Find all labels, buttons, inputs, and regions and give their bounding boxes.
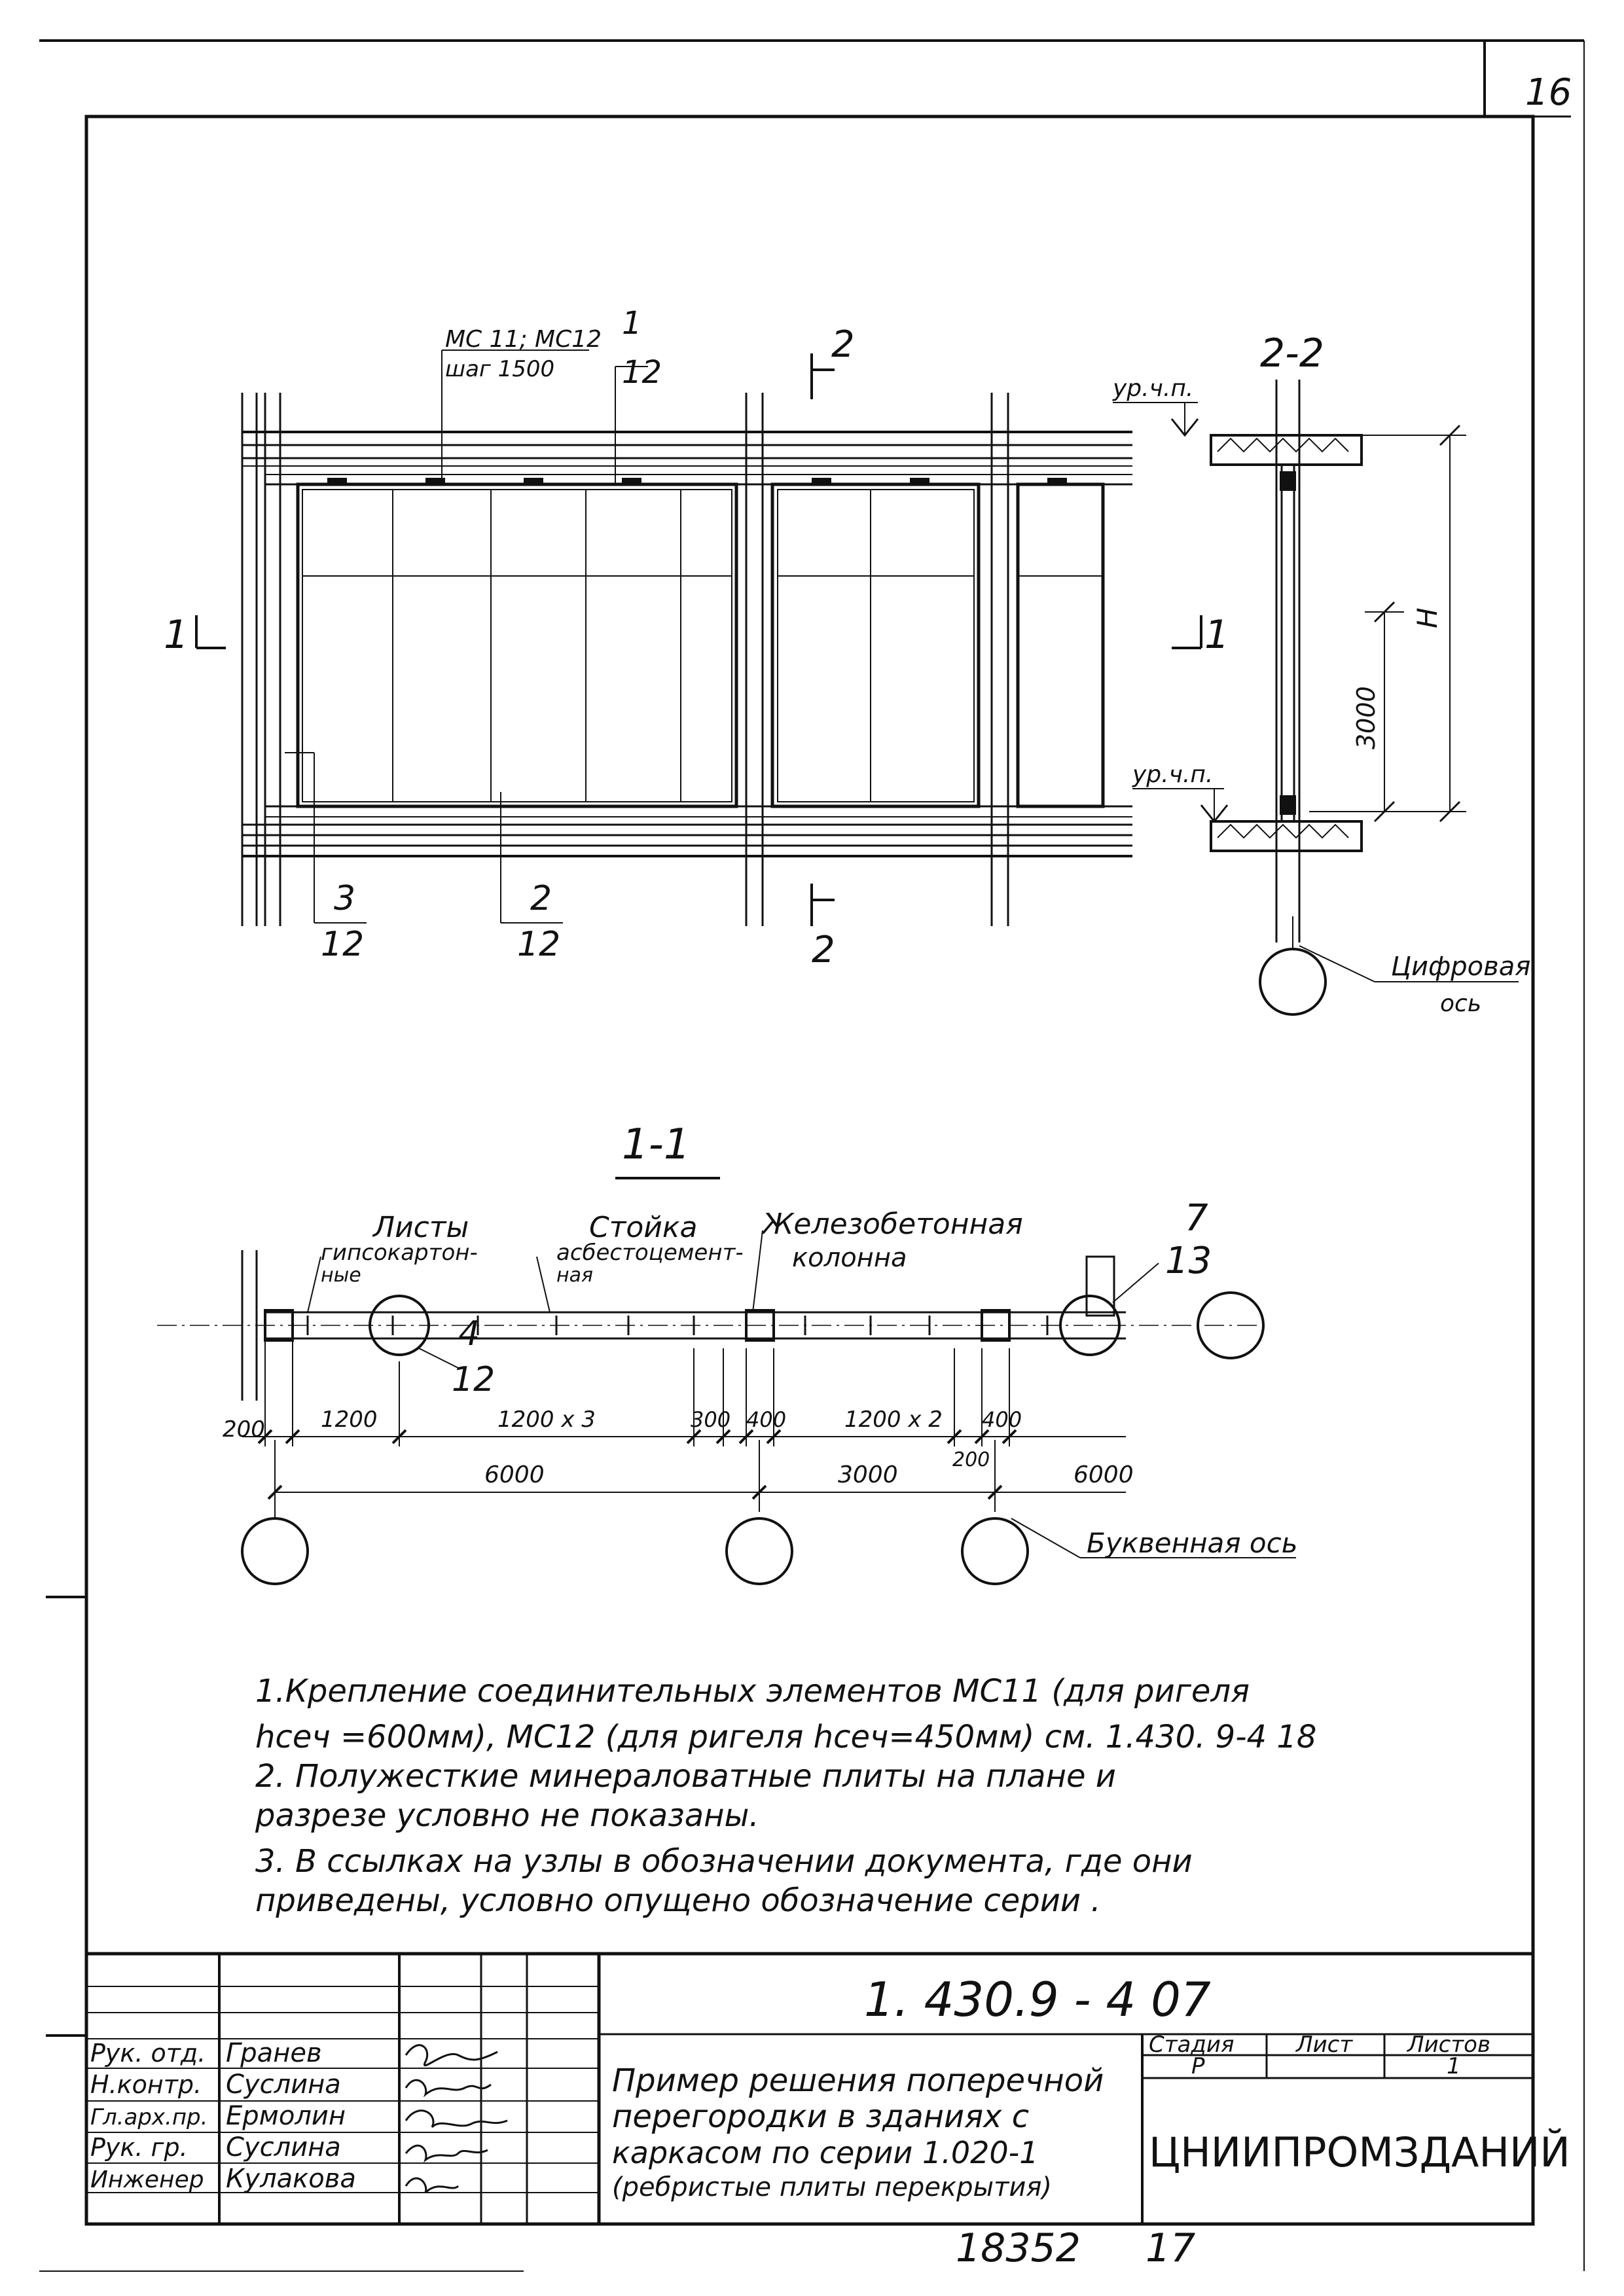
dim-200: 200	[952, 1448, 990, 1471]
sheets-header: Листов	[1406, 2032, 1490, 2058]
title-line-1: Пример решения поперечной	[612, 2062, 1104, 2099]
note-line-2: hсеч =600мм), МС12 (для ригеля hсеч=450м…	[255, 1719, 1316, 1755]
footer-number-1: 18352	[956, 2225, 1081, 2271]
name-2: Суслина	[226, 2070, 341, 2100]
signatures	[405, 2044, 508, 2194]
level-bottom-label: ур.ч.п.	[1132, 761, 1213, 788]
title-line-3: каркасом по серии 1.020-1	[612, 2135, 1039, 2170]
dim-3000: 3000	[838, 1462, 898, 1488]
callout-4-num: 4	[458, 1314, 480, 1354]
section-1-1-title: 1-1	[622, 1121, 691, 1169]
title-line-4: (ребристые плиты перекрытия)	[612, 2172, 1052, 2202]
section-1-1-drawing	[157, 1177, 1296, 1585]
callout-4-den: 12	[452, 1360, 495, 1399]
doc-code: 1. 430.9 - 4 07	[864, 1972, 1211, 2027]
label-column-1: Железобетонная	[761, 1208, 1023, 1241]
sheet-number: 16	[1525, 71, 1572, 114]
name-4: Суслина	[226, 2132, 341, 2162]
stage-header: Стадия	[1149, 2032, 1234, 2058]
label-post-1: Стойка	[589, 1211, 697, 1244]
organization-name: ЦНИИПРОМЗДАНИЙ	[1149, 2128, 1570, 2176]
note-line-1: 1.Крепление соединительных элементов МС1…	[255, 1673, 1250, 1710]
dim-h-label: Н	[1411, 607, 1443, 628]
name-5: Кулакова	[226, 2164, 356, 2194]
role-3: Гл.арх.пр.	[90, 2104, 208, 2130]
role-4: Рук. гр.	[90, 2133, 188, 2162]
name-1: Гранев	[226, 2038, 322, 2068]
label-sheets-1: Листы	[372, 1211, 469, 1244]
dim-400a: 400	[746, 1407, 786, 1432]
sheet-header: Лист	[1295, 2032, 1353, 2058]
dim-1200x3: 1200 х 3	[497, 1407, 596, 1433]
partition-elevation	[195, 350, 1202, 926]
dim-1200: 1200	[321, 1407, 378, 1433]
title-block-names: Гранев Суслина Ермолин Суслина Кулакова	[226, 2038, 356, 2194]
label-post-3: ная	[556, 1264, 593, 1287]
callout-2-num: 2	[530, 879, 552, 918]
name-3: Ермолин	[226, 2101, 346, 2131]
callout-7-num: 7	[1185, 1197, 1208, 1240]
dim-6000b: 6000	[1074, 1462, 1134, 1488]
role-5: Инженер	[90, 2166, 204, 2193]
notes: 1.Крепление соединительных элементов МС1…	[255, 1673, 1316, 1919]
step-label: шаг 1500	[445, 356, 554, 382]
dim-1200x2: 1200 х 2	[844, 1407, 943, 1433]
sheets-value: 1	[1447, 2053, 1461, 2079]
title-block-roles: Рук. отд. Н.контр. Гл.арх.пр. Рук. гр. И…	[90, 2039, 208, 2193]
label-column-2: колонна	[792, 1243, 907, 1273]
callout-2-den: 12	[517, 925, 560, 964]
dim-300: 300	[691, 1407, 731, 1432]
role-2: Н.контр.	[90, 2070, 202, 2099]
axis-digital-label-2: ось	[1440, 990, 1481, 1017]
callout-1-num: 1	[622, 305, 642, 342]
stage-value: Р	[1191, 2053, 1205, 2079]
title-line-2: перегородки в зданиях с	[612, 2098, 1029, 2135]
note-line-5: 3. В ссылках на узлы в обозначении докум…	[255, 1843, 1193, 1880]
axis-digital-label-1: Цифровая	[1391, 952, 1530, 982]
callout-3-den: 12	[321, 925, 364, 964]
document-title: Пример решения поперечной перегородки в …	[612, 2062, 1104, 2202]
callout-7-den: 13	[1165, 1240, 1212, 1282]
callout-1-den: 12	[622, 354, 662, 391]
section-2-2-drawing	[1113, 380, 1519, 1016]
connector-label: МС 11; МС12	[445, 326, 602, 353]
section-mark-2-bottom: 2	[812, 929, 835, 971]
title-block	[86, 1952, 1533, 2224]
note-line-4: разрезе условно не показаны.	[255, 1797, 759, 1834]
dim-200-left: 200	[223, 1416, 265, 1443]
level-top-label: ур.ч.п.	[1112, 375, 1193, 402]
note-line-6: приведены, условно опущено обозначение с…	[255, 1882, 1101, 1919]
label-sheets-3: ные	[321, 1264, 361, 1287]
dim-3000-label: 3000	[1352, 686, 1380, 749]
section-mark-1-left: 1	[164, 612, 189, 658]
dim-6000a: 6000	[484, 1462, 545, 1488]
role-1: Рук. отд.	[90, 2039, 206, 2068]
note-line-3: 2. Полужесткие минераловатные плиты на п…	[255, 1758, 1116, 1795]
callout-3-num: 3	[334, 879, 355, 918]
section-mark-2-top: 2	[831, 323, 855, 366]
label-post-2: асбестоцемент-	[556, 1240, 744, 1266]
section-2-2-title: 2-2	[1260, 331, 1324, 376]
footer-number-2: 17	[1146, 2225, 1195, 2271]
label-sheets-2: гипсокартон-	[321, 1240, 478, 1266]
axis-letter-label: Буквенная ось	[1087, 1527, 1297, 1559]
section-mark-1-right: 1	[1204, 612, 1229, 658]
dim-400b: 400	[982, 1407, 1022, 1432]
sheet-frame	[39, 39, 1585, 2272]
